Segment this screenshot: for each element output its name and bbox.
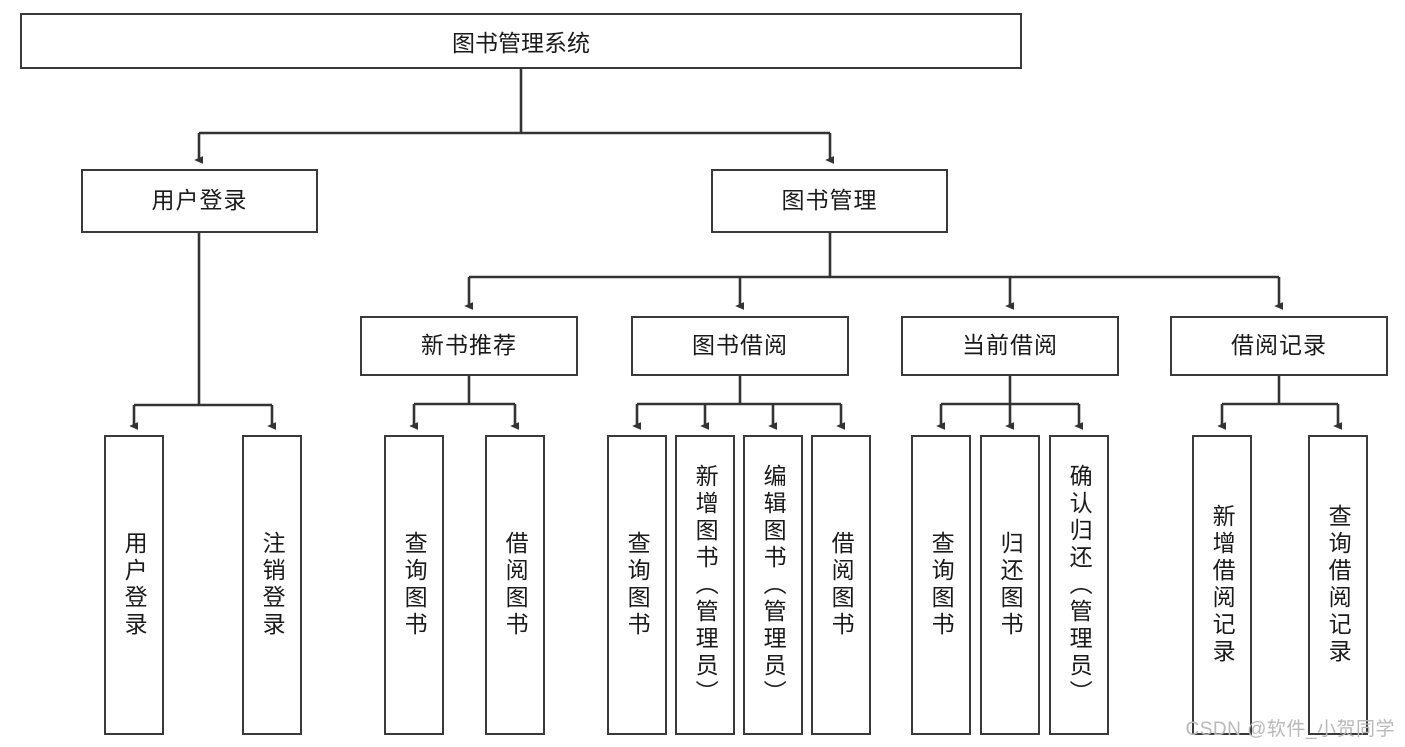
leaf-borrow-query-book[interactable]: 查询图书 — [607, 435, 667, 735]
node-book-management-label: 图书管理 — [781, 187, 878, 214]
leaf-record-query-record-label: 查询借阅记录 — [1325, 504, 1352, 666]
leaf-recommend-query-book[interactable]: 查询图书 — [384, 435, 444, 735]
leaf-user-login-label: 用户登录 — [121, 531, 148, 639]
leaf-current-return-book[interactable]: 归还图书 — [980, 435, 1040, 735]
leaf-borrow-add-book-admin-label: 新增图书（管理员） — [692, 463, 719, 707]
leaf-record-add-record-label: 新增借阅记录 — [1209, 504, 1236, 666]
leaf-borrow-add-book-admin[interactable]: 新增图书（管理员） — [675, 435, 735, 735]
leaf-recommend-borrow-book[interactable]: 借阅图书 — [485, 435, 545, 735]
leaf-logout[interactable]: 注销登录 — [242, 435, 302, 735]
node-new-book-recommend[interactable]: 新书推荐 — [360, 316, 578, 376]
node-user-login[interactable]: 用户登录 — [81, 169, 318, 233]
node-borrow-record-label: 借阅记录 — [1231, 332, 1327, 359]
leaf-current-confirm-return-admin-label: 确认归还（管理员） — [1066, 463, 1093, 707]
leaf-recommend-query-book-label: 查询图书 — [401, 531, 428, 639]
node-new-book-recommend-label: 新书推荐 — [421, 332, 517, 359]
leaf-current-confirm-return-admin[interactable]: 确认归还（管理员） — [1049, 435, 1109, 735]
leaf-record-query-record[interactable]: 查询借阅记录 — [1308, 435, 1368, 735]
node-user-login-label: 用户登录 — [151, 187, 248, 214]
node-current-borrow-label: 当前借阅 — [962, 332, 1058, 359]
leaf-logout-label: 注销登录 — [259, 531, 286, 639]
leaf-borrow-borrow-book[interactable]: 借阅图书 — [811, 435, 871, 735]
leaf-user-login[interactable]: 用户登录 — [104, 435, 164, 735]
node-root-label: 图书管理系统 — [452, 30, 590, 56]
node-root-system[interactable]: 图书管理系统 — [20, 13, 1022, 69]
leaf-record-add-record[interactable]: 新增借阅记录 — [1192, 435, 1252, 735]
node-borrow-record[interactable]: 借阅记录 — [1170, 316, 1388, 376]
leaf-current-return-book-label: 归还图书 — [997, 531, 1024, 639]
leaf-borrow-query-book-label: 查询图书 — [624, 531, 651, 639]
node-book-borrow-label: 图书借阅 — [692, 332, 788, 359]
node-book-borrow[interactable]: 图书借阅 — [631, 316, 849, 376]
leaf-current-query-book-label: 查询图书 — [928, 531, 955, 639]
leaf-recommend-borrow-book-label: 借阅图书 — [502, 531, 529, 639]
leaf-current-query-book[interactable]: 查询图书 — [911, 435, 971, 735]
node-book-management[interactable]: 图书管理 — [711, 169, 948, 233]
watermark: CSDN @软件_小贺同学 — [1185, 719, 1395, 740]
node-current-borrow[interactable]: 当前借阅 — [901, 316, 1119, 376]
leaf-borrow-borrow-book-label: 借阅图书 — [828, 531, 855, 639]
leaf-borrow-edit-book-admin[interactable]: 编辑图书（管理员） — [743, 435, 803, 735]
leaf-borrow-edit-book-admin-label: 编辑图书（管理员） — [760, 463, 787, 707]
